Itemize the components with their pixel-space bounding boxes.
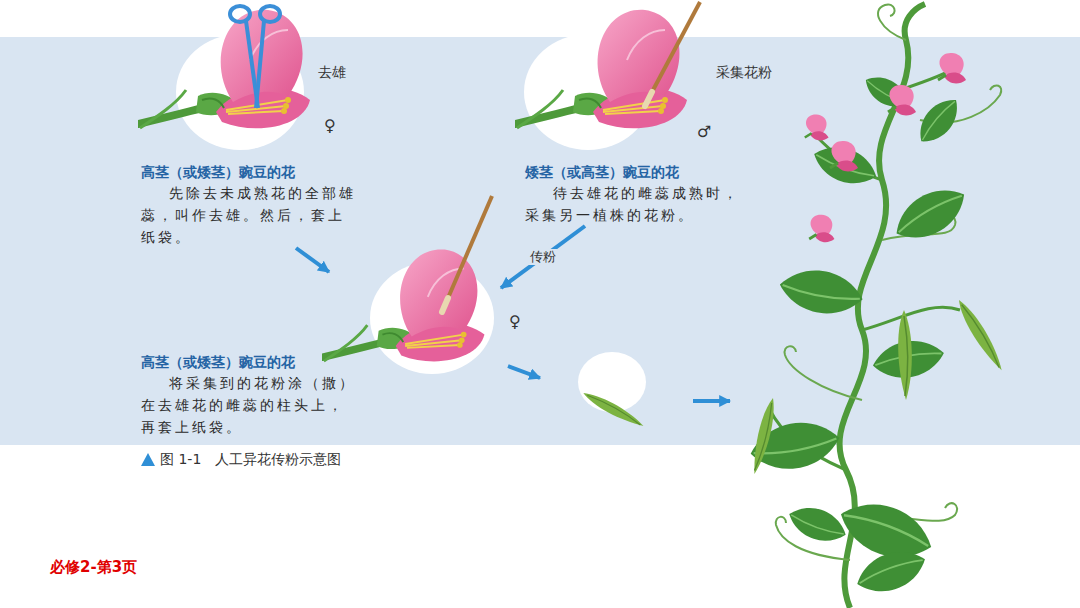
page-note: 必修2-第3页 [50, 558, 137, 577]
step-block: 矮茎（或高茎）豌豆的花待去雄花的雌蕊成熟时，采集另一植株的花粉。 [525, 162, 740, 226]
step-heading: 高茎（或矮茎）豌豆的花 [141, 162, 356, 182]
sex-symbol: ♀ [509, 312, 521, 331]
sex-symbol: ♀ [324, 116, 336, 135]
step-text: 先除去未成熟花的全部雄蕊，叫作去雄。然后，套上纸袋。 [141, 182, 356, 248]
step-block: 高茎（或矮茎）豌豆的花先除去未成熟花的全部雄蕊，叫作去雄。然后，套上纸袋。 [141, 162, 356, 248]
flow-arrow [296, 248, 329, 272]
edge-label: 传粉 [528, 249, 558, 265]
step-label: 去雄 [318, 64, 346, 82]
sex-symbol: ♂ [697, 122, 711, 141]
step-label: 采集花粉 [716, 64, 772, 82]
step-heading: 矮茎（或高茎）豌豆的花 [525, 162, 740, 182]
step-text: 待去雄花的雌蕊成熟时，采集另一植株的花粉。 [525, 182, 740, 226]
step-block: 高茎（或矮茎）豌豆的花将采集到的花粉涂（撒）在去雄花的雌蕊的柱头上，再套上纸袋。 [141, 272, 501, 438]
figure-caption: 图 1-1 人工异花传粉示意图 [160, 450, 341, 468]
flow-arrow [501, 226, 585, 288]
step-heading: 高茎（或矮茎）豌豆的花 [141, 352, 356, 372]
step-text: 将采集到的花粉涂（撒）在去雄花的雌蕊的柱头上，再套上纸袋。 [141, 372, 356, 438]
